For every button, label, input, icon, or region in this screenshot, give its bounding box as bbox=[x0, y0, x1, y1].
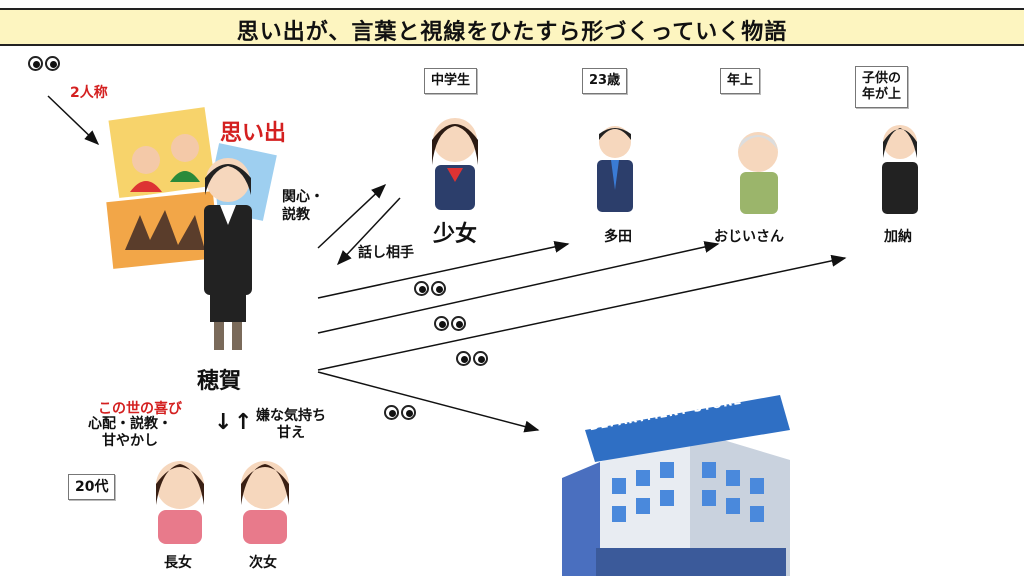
eyes-icon bbox=[414, 281, 446, 296]
arrow-second-person bbox=[47, 95, 100, 146]
arrow-to-tada bbox=[317, 240, 570, 299]
daughters-age-box: 20代 bbox=[68, 474, 116, 500]
tada-label: 多田 bbox=[604, 229, 632, 245]
kanou-relation-box: 子供の 年が上 bbox=[855, 66, 909, 108]
main-character-name: 穂賀 bbox=[197, 369, 242, 394]
eyes-icon bbox=[434, 316, 466, 331]
second-person-label: 2人称 bbox=[70, 85, 108, 101]
kanou-label: 加納 bbox=[884, 229, 912, 245]
page-title: 思い出が、言葉と視線をひたすら形づくっていく物語 bbox=[236, 20, 788, 45]
conversation-partner-label: 話し相手 bbox=[358, 245, 414, 261]
tada-age-box: 23歳 bbox=[582, 68, 628, 94]
up-arrow-icon: ↑ bbox=[234, 410, 253, 435]
eyes-icon bbox=[384, 405, 416, 420]
arrow-to-kanou bbox=[317, 254, 847, 371]
arrow-to-store bbox=[317, 371, 540, 433]
girl-age-box: 中学生 bbox=[424, 68, 478, 94]
girl-label: 少女 bbox=[433, 222, 478, 247]
eldest-daughter-label: 長女 bbox=[164, 555, 192, 571]
old-man-label: おじいさん bbox=[714, 229, 784, 245]
to-daughters-label: 心配・説教・ 甘やかし bbox=[88, 416, 172, 449]
from-daughters-label: 嫌な気持ち 甘え bbox=[256, 408, 326, 441]
arrow-from-girl bbox=[336, 197, 401, 266]
arrow-to-girl bbox=[317, 183, 387, 249]
interest-lecture-label: 関心・ 説教 bbox=[282, 189, 324, 223]
memories-label: 思い出 bbox=[220, 121, 287, 146]
eyes-icon bbox=[456, 351, 488, 366]
joy-label: この世の喜び bbox=[98, 401, 182, 417]
old-man-relation-box: 年上 bbox=[720, 68, 761, 94]
second-daughter-label: 次女 bbox=[249, 555, 277, 571]
down-arrow-icon: ↓ bbox=[214, 410, 233, 435]
arrow-to-old-man bbox=[317, 241, 720, 334]
eyes-icon bbox=[28, 56, 60, 71]
title-bar: 思い出が、言葉と視線をひたすら形づくっていく物語 bbox=[0, 8, 1024, 46]
